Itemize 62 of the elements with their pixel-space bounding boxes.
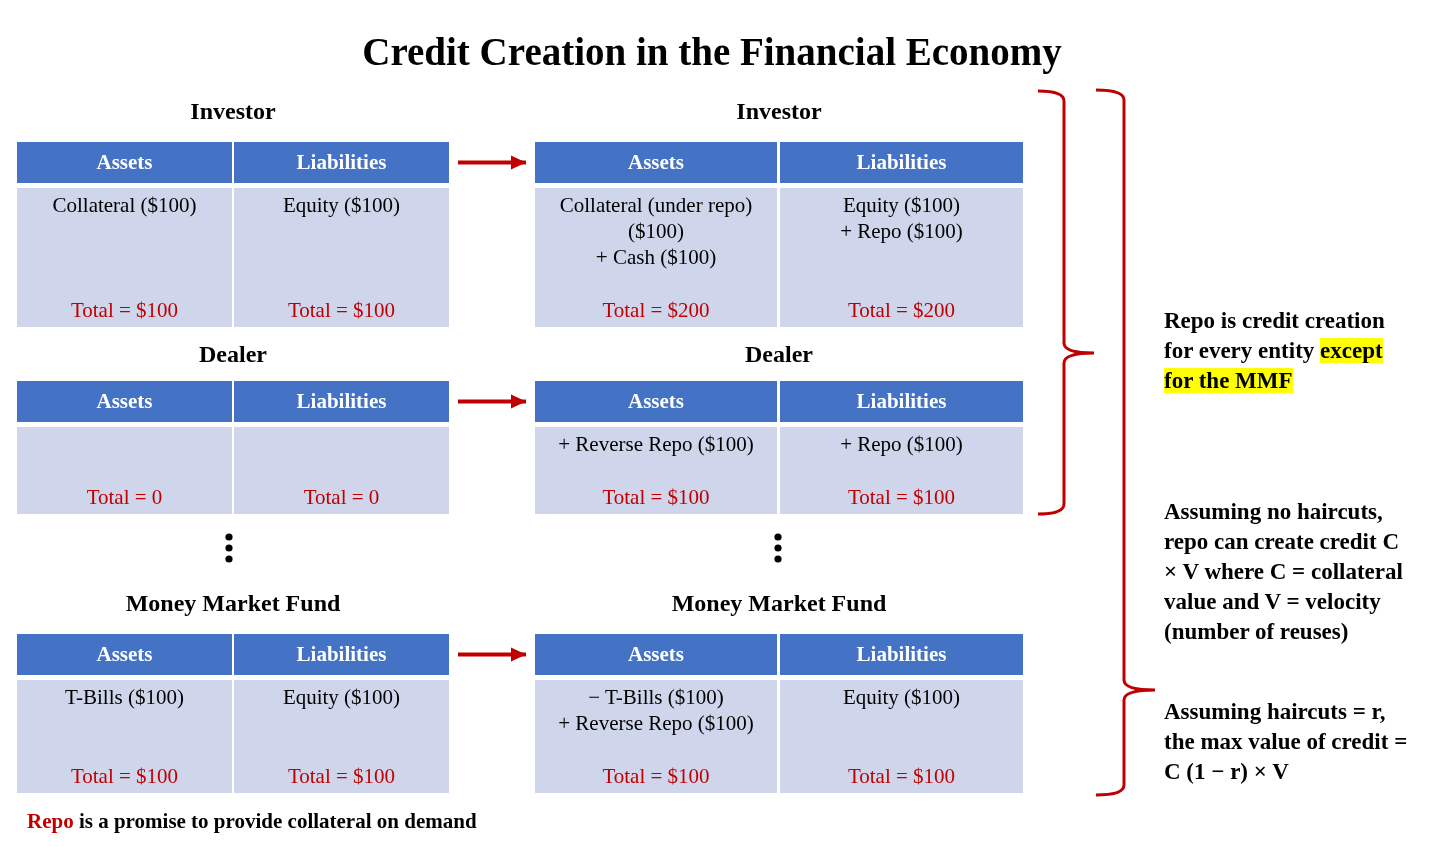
column-header: Assets: [17, 142, 232, 183]
cell-text: + Reverse Repo ($100): [558, 431, 754, 457]
column-header: Assets: [535, 634, 777, 675]
column-header: Liabilities: [234, 142, 449, 183]
cell-text: + Cash ($100): [595, 244, 717, 270]
table-cell: [780, 188, 1023, 327]
total-value: Total = $100: [847, 484, 956, 510]
column-header: Liabilities: [234, 381, 449, 422]
total-value: Total = $100: [287, 297, 396, 323]
total-value: Total = $100: [287, 763, 396, 789]
column-header: Assets: [17, 381, 232, 422]
annotation-text: Assuming no haircuts, repo can create credit C × V where C = collateral value and V = velocity (number of reuses): [1164, 498, 1404, 646]
cell-text: Collateral ($100): [52, 192, 197, 218]
table-heading: Dealer: [199, 340, 267, 369]
total-value: Total = 0: [86, 484, 163, 510]
table-cell: [535, 680, 777, 793]
arrow: [458, 647, 526, 662]
table-heading: Dealer: [745, 340, 813, 369]
cell-text: Equity ($100): [282, 192, 401, 218]
table-heading: Investor: [190, 97, 276, 126]
table-cell: [234, 188, 449, 327]
diagram-title: Credit Creation in the Financial Economy: [362, 30, 1062, 73]
table-heading: Money Market Fund: [671, 589, 887, 618]
table-cell: [535, 188, 777, 327]
column-header: Assets: [535, 381, 777, 422]
cell-text: Equity ($100): [842, 684, 961, 710]
total-value: Total = $100: [847, 763, 956, 789]
arrow: [458, 155, 526, 170]
table-cell: [780, 427, 1023, 514]
total-value: Total = $200: [847, 297, 956, 323]
total-value: Total = $100: [602, 484, 710, 510]
total-value: Total = 0: [303, 484, 380, 510]
table-cell: [535, 427, 777, 514]
total-value: Total = $200: [602, 297, 710, 323]
table-heading: Money Market Fund: [125, 589, 341, 618]
table-cell: [780, 680, 1023, 793]
total-value: Total = $100: [70, 763, 179, 789]
table-cell: [234, 680, 449, 793]
column-header: Liabilities: [780, 634, 1023, 675]
cell-text: − T-Bills ($100): [588, 684, 724, 710]
footnote-text: Repo is a promise to provide collateral on demand: [27, 808, 477, 834]
column-header: Liabilities: [234, 634, 449, 675]
cell-text: Collateral (under repo) ($100): [558, 192, 754, 244]
cell-text: + Repo ($100): [840, 218, 963, 244]
table-heading: Investor: [736, 97, 822, 126]
column-header: Assets: [17, 634, 232, 675]
column-header: Liabilities: [780, 142, 1023, 183]
table-cell: [17, 427, 232, 514]
annotation-text: Assuming haircuts = r, the max value of credit = C (1 − r) × V: [1164, 698, 1409, 786]
cell-text: Equity ($100): [842, 192, 961, 218]
cell-text: + Repo ($100): [840, 431, 963, 457]
table-cell: [234, 427, 449, 514]
column-header: Liabilities: [780, 381, 1023, 422]
cell-text: T-Bills ($100): [65, 684, 184, 710]
total-value: Total = $100: [602, 763, 710, 789]
cell-text: Equity ($100): [282, 684, 401, 710]
cell-text: + Reverse Repo ($100): [558, 710, 754, 736]
column-header: Assets: [535, 142, 777, 183]
arrow: [458, 394, 526, 409]
table-cell: [17, 188, 232, 327]
total-value: Total = $100: [70, 297, 179, 323]
table-cell: [17, 680, 232, 793]
